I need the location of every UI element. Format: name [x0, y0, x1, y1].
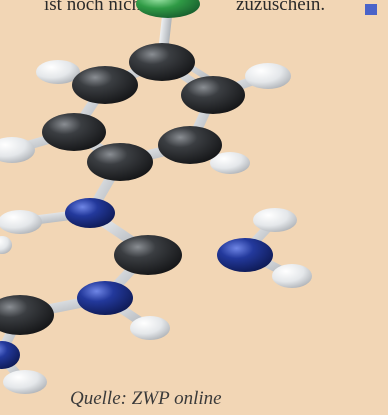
hydrogen-atom	[272, 264, 312, 288]
carbon-atom	[42, 113, 106, 151]
image-caption: Quelle: ZWP online	[70, 388, 222, 409]
carbon-atom	[158, 126, 222, 164]
hydrogen-atom	[130, 316, 170, 340]
carbon-atom	[129, 43, 195, 81]
carbon-atom	[0, 295, 54, 335]
nitrogen-atom	[65, 198, 115, 228]
nitrogen-atom	[0, 341, 20, 369]
hydrogen-atom	[253, 208, 297, 232]
end-of-article-square-icon	[365, 4, 377, 15]
hydrogen-atom	[36, 60, 80, 84]
carbon-atom	[72, 66, 138, 104]
carbon-atom	[181, 76, 245, 114]
chlorine-atom	[136, 0, 200, 18]
nitrogen-atom	[77, 281, 133, 315]
carbon-atom	[87, 143, 153, 181]
text-fragment-left: ist noch nicht	[44, 0, 147, 15]
nitrogen-atom	[217, 238, 273, 272]
atoms	[0, 0, 312, 394]
hydrogen-atom	[210, 152, 250, 174]
text-fragment-right: zuzuschein.	[236, 0, 326, 15]
hydrogen-atom	[245, 63, 291, 89]
hydrogen-atom	[0, 137, 35, 163]
hydrogen-atom	[0, 210, 42, 234]
hydrogen-atom	[0, 236, 12, 254]
carbon-atom	[114, 235, 182, 275]
hydrogen-atom	[3, 370, 47, 394]
